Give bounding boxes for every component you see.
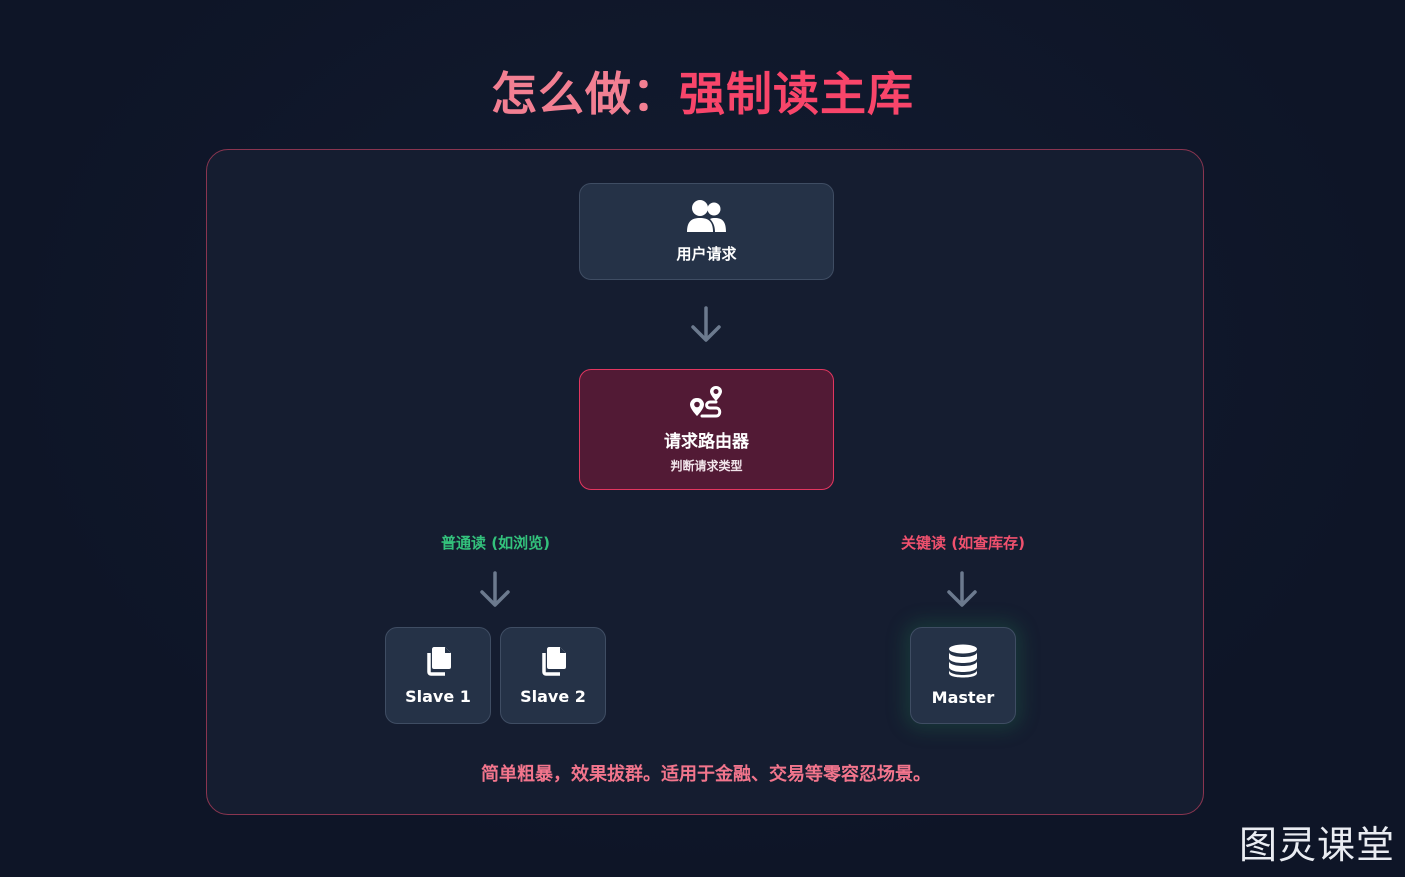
watermark: 图灵课堂: [1238, 823, 1395, 867]
slave-2-label: Slave 2: [520, 687, 586, 706]
arrow-down-icon: [947, 571, 977, 607]
request-router-sublabel: 判断请求类型: [670, 459, 743, 473]
user-request-node: 用户请求: [579, 183, 834, 280]
title-prefix: 怎么做：: [491, 67, 679, 121]
request-router-label: 请求路由器: [664, 432, 749, 452]
arrow-down-icon: [480, 571, 510, 607]
slave-1-label: Slave 1: [405, 687, 471, 706]
route-icon: [689, 386, 722, 418]
users-icon: [686, 200, 726, 232]
normal-read-label: 普通读 (如浏览): [441, 534, 550, 552]
page-title: 怎么做：强制读主库: [0, 62, 1405, 126]
title-highlight: 强制读主库: [679, 67, 914, 121]
user-request-label: 用户请求: [676, 245, 737, 263]
slave-2-node: Slave 2: [500, 627, 606, 724]
copy-icon: [427, 647, 451, 676]
arrow-down-icon: [691, 306, 721, 342]
master-node: Master: [910, 627, 1016, 724]
critical-read-label: 关键读 (如查库存): [901, 534, 1025, 552]
database-icon: [949, 644, 977, 678]
slave-1-node: Slave 1: [385, 627, 491, 724]
footer-note: 简单粗暴，效果拔群。适用于金融、交易等零容忍场景。: [481, 764, 931, 785]
copy-icon: [542, 647, 566, 676]
master-label: Master: [931, 688, 995, 707]
request-router-node: 请求路由器 判断请求类型: [579, 369, 834, 490]
diagram-panel: 用户请求 请求路由器 判断请求类型 普通读 (如浏览) 关键读 (如查库存): [206, 149, 1204, 815]
